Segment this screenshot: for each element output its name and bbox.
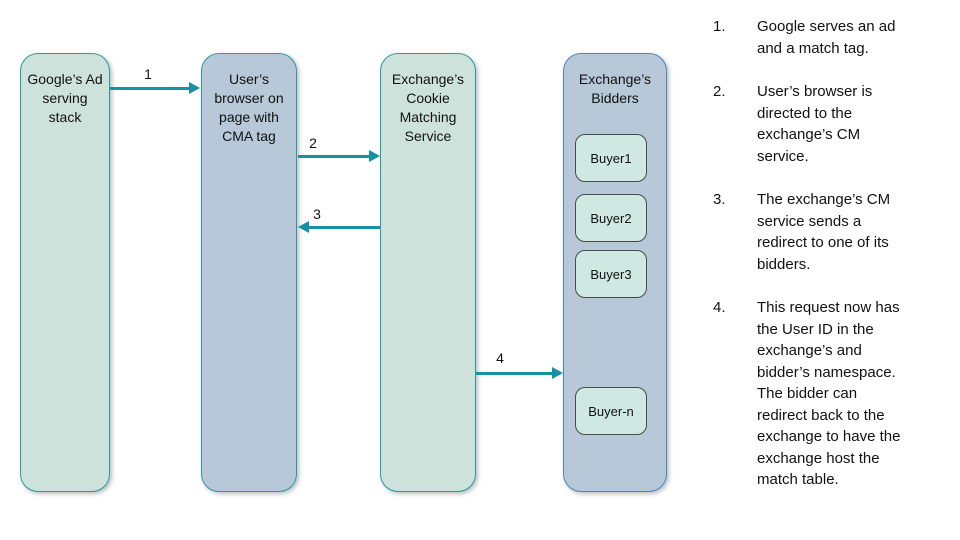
node-buyer2: Buyer2: [575, 194, 647, 242]
arrowhead-right-icon: [189, 82, 200, 94]
step-number: 1.: [713, 18, 726, 35]
step-item-4: 4. This request now has the User ID in t…: [713, 297, 953, 491]
node-google-ad-serving-stack: Google’s Ad serving stack: [20, 53, 110, 492]
arrow-label-2: 2: [309, 135, 317, 151]
arrow-shaft: [110, 86, 190, 90]
step-text: The exchange’s CM service sends a redire…: [757, 191, 891, 273]
step-item-1: 1. Google serves an ad and a match tag.: [713, 16, 953, 59]
node-users-browser: User’s browser on page with CMA tag: [201, 53, 297, 492]
arrow-3-cms-to-browser: [298, 221, 380, 233]
arrow-label-1: 1: [144, 66, 152, 82]
arrow-4-cms-to-bidders: [476, 367, 563, 379]
arrow-label-4: 4: [496, 350, 504, 366]
arrow-shaft: [308, 225, 380, 229]
arrowhead-right-icon: [552, 367, 563, 379]
step-number: 2.: [713, 83, 726, 100]
node-exchange-cookie-matching-service: Exchange’s Cookie Matching Service: [380, 53, 476, 492]
step-item-2: 2. User’s browser is directed to the exc…: [713, 81, 953, 167]
node-buyer-n: Buyer-n: [575, 387, 647, 435]
node-buyer3: Buyer3: [575, 250, 647, 298]
step-text: This request now has the User ID in the …: [757, 299, 901, 488]
step-item-3: 3. The exchange’s CM service sends a red…: [713, 189, 953, 275]
arrow-shaft: [298, 154, 370, 158]
arrow-2-browser-to-cms: [298, 150, 380, 162]
step-number: 3.: [713, 191, 726, 208]
step-text: Google serves an ad and a match tag.: [757, 18, 896, 57]
arrow-1-google-to-browser: [110, 82, 200, 94]
node-buyer1: Buyer1: [575, 134, 647, 182]
step-number: 4.: [713, 299, 726, 316]
arrowhead-left-icon: [298, 221, 309, 233]
step-text: User’s browser is directed to the exchan…: [757, 83, 873, 165]
step-list: 1. Google serves an ad and a match tag. …: [713, 16, 953, 513]
arrowhead-right-icon: [369, 150, 380, 162]
arrow-label-3: 3: [313, 206, 321, 222]
arrow-shaft: [476, 371, 553, 375]
